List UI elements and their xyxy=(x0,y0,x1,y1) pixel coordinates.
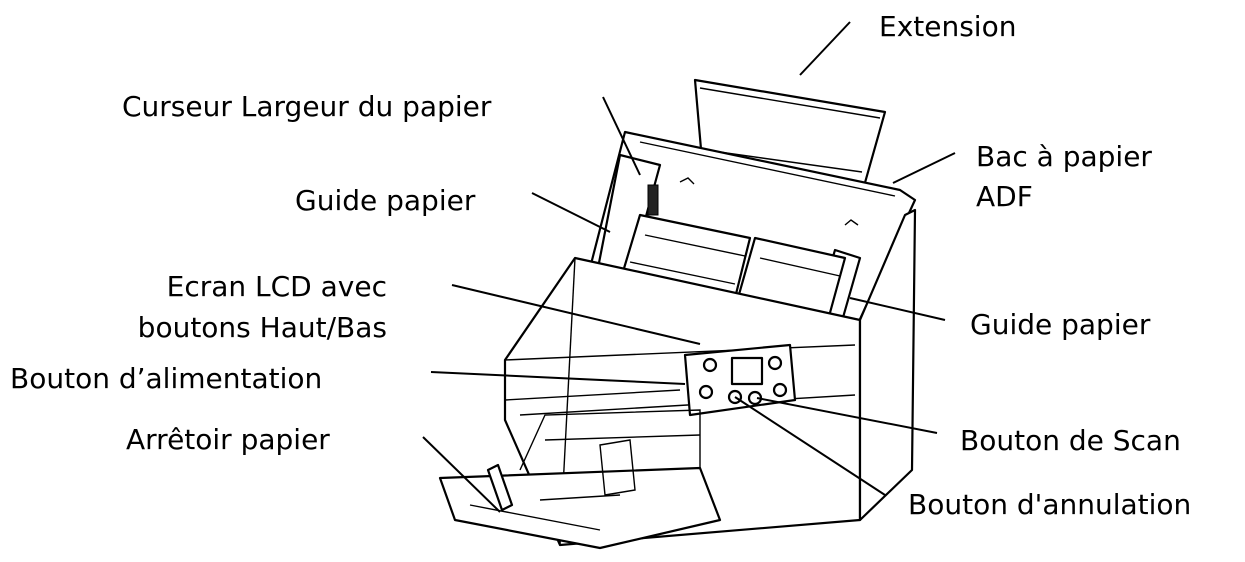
label-paper-stopper: Arrêtoir papier xyxy=(126,423,330,456)
label-paper-guide-right: Guide papier xyxy=(970,308,1151,341)
label-scan-button: Bouton de Scan xyxy=(960,424,1181,457)
label-power-button: Bouton d’alimentation xyxy=(10,362,323,395)
leader-lines xyxy=(422,21,956,513)
label-width-slider: Curseur Largeur du papier xyxy=(122,90,492,123)
label-adf-tray-line2: ADF xyxy=(976,180,1033,213)
label-lcd-line1: Ecran LCD avec xyxy=(166,270,387,303)
label-cancel-button: Bouton d'annulation xyxy=(908,488,1192,521)
label-lcd-line2: boutons Haut/Bas xyxy=(137,311,387,344)
label-paper-guide-left: Guide papier xyxy=(295,184,476,217)
output-tray xyxy=(438,409,722,550)
control-panel xyxy=(683,343,797,417)
label-adf-tray-line1: Bac à papier xyxy=(976,140,1152,173)
label-extension: Extension xyxy=(879,10,1017,43)
